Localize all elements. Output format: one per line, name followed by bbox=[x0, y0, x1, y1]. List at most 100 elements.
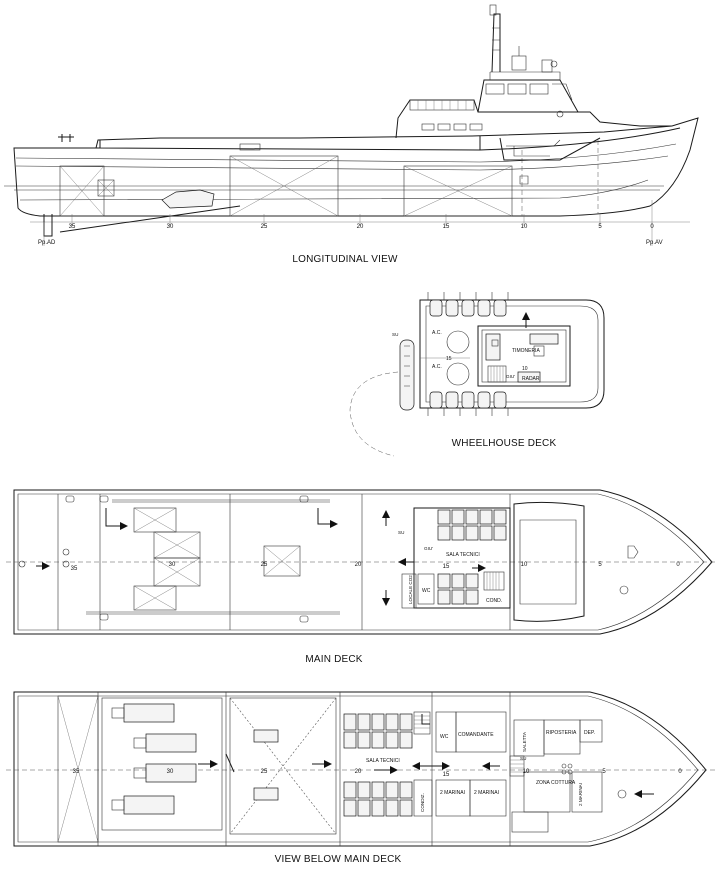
locale-co2-label: LOCALE CO2 bbox=[408, 575, 413, 604]
zona-cottura-label: ZONA COTTURA bbox=[536, 780, 576, 786]
engine-fwd-2 bbox=[253, 787, 279, 801]
wheelhouse-deck-title: WHEELHOUSE DECK bbox=[452, 438, 557, 449]
sala-tecnici-label: SALA TECNICI bbox=[446, 552, 480, 558]
rudder bbox=[43, 214, 53, 237]
below-deck-title: VIEW BELOW MAIN DECK bbox=[275, 854, 402, 865]
helm-console bbox=[485, 333, 501, 361]
stair-below-2 bbox=[509, 755, 525, 777]
radar-label: RADAR bbox=[522, 376, 540, 382]
timoneria-label: TIMONERIA bbox=[512, 348, 540, 354]
sala-tecnici-block bbox=[413, 507, 511, 609]
marinai-cabin-1 bbox=[435, 779, 471, 817]
superstructure-lower bbox=[479, 136, 601, 161]
bow-cockpit bbox=[513, 501, 585, 622]
ac-unit-2 bbox=[446, 362, 470, 386]
main-tick-0: 0 bbox=[676, 562, 680, 568]
marinai-label-1: 2 MARINAI bbox=[440, 790, 465, 796]
riposteria bbox=[543, 719, 581, 755]
ac-label-2: A.C. bbox=[432, 364, 442, 370]
fore-perpendicular-label: Pp.AV bbox=[646, 240, 663, 246]
marinai-cabin-2 bbox=[469, 779, 507, 817]
bollard-2 bbox=[62, 560, 70, 568]
below-tick-25: 25 bbox=[261, 769, 268, 775]
wc-label-main: WC bbox=[422, 588, 431, 594]
propeller-shaft bbox=[59, 205, 241, 233]
su-label: SU bbox=[392, 332, 398, 337]
below-tick-5: 5 bbox=[602, 769, 606, 775]
below-deck-plan: SALA TECNICI WC COMANDANTE 2 MARINAI 2 M… bbox=[6, 691, 716, 865]
aft-perpendicular-label: Pp.AD bbox=[38, 240, 56, 246]
below-tick-20: 20 bbox=[355, 769, 362, 775]
profile-tick-5: 5 bbox=[598, 224, 602, 230]
cond-label-main: COND. bbox=[486, 598, 502, 604]
profile-tick-25: 25 bbox=[261, 224, 268, 230]
stair-main bbox=[483, 571, 505, 591]
ac-label-1: A.C. bbox=[432, 330, 442, 336]
locale-co2 bbox=[401, 573, 417, 609]
side-windows bbox=[421, 123, 483, 131]
profile-tick-10: 10 bbox=[521, 224, 528, 230]
engines-aft bbox=[111, 703, 197, 815]
turn-arrow-2 bbox=[317, 508, 332, 525]
frame-10-label: 10 bbox=[522, 366, 528, 372]
main-deck-title: MAIN DECK bbox=[305, 654, 362, 665]
stair-below-1 bbox=[413, 711, 431, 735]
chine-line bbox=[19, 179, 649, 201]
main-tick-35: 35 bbox=[71, 566, 78, 572]
rescue-boat bbox=[349, 339, 415, 457]
cargo-hatches bbox=[133, 507, 301, 611]
sheer-line bbox=[14, 127, 681, 151]
giu-label: GIU' bbox=[506, 374, 515, 379]
liferafts-bottom bbox=[427, 391, 509, 416]
deck-line-2 bbox=[15, 155, 669, 171]
longitudinal-view: 35 30 25 20 15 10 5 0 Pp.AD Pp.AV LONGIT… bbox=[4, 4, 699, 265]
stove-icon bbox=[561, 763, 573, 775]
profile-tick-15: 15 bbox=[443, 224, 450, 230]
bollard-3 bbox=[18, 560, 26, 568]
below-tick-0: 0 bbox=[678, 769, 682, 775]
comandante-label: COMANDANTE bbox=[458, 732, 494, 738]
profile-tick-0: 0 bbox=[650, 224, 654, 230]
saletta bbox=[513, 719, 545, 757]
main-tick-15: 15 bbox=[443, 564, 450, 570]
profile-tick-35: 35 bbox=[69, 224, 76, 230]
windows-lower bbox=[506, 139, 561, 157]
hawse-pipe bbox=[556, 110, 564, 118]
wheelhouse bbox=[477, 79, 579, 113]
comandante-cabin bbox=[455, 711, 507, 753]
riposteria-label: RIPOSTERIA bbox=[546, 730, 577, 736]
main-tick-30: 30 bbox=[169, 562, 176, 568]
engine-block bbox=[161, 189, 215, 209]
frame-15-label: 15 bbox=[446, 356, 452, 362]
below-tick-10: 10 bbox=[523, 769, 530, 775]
ac-unit-1 bbox=[446, 330, 470, 354]
bollard-1 bbox=[62, 548, 70, 556]
condiz-room bbox=[413, 779, 433, 817]
profile-tick-20: 20 bbox=[357, 224, 364, 230]
bunks-below bbox=[343, 713, 413, 817]
marinai-label-2: 2 MARINAI bbox=[474, 790, 499, 796]
hull-profile bbox=[13, 117, 699, 217]
bunks-main bbox=[437, 509, 507, 605]
giu-label-main: GIU' bbox=[424, 546, 433, 551]
condiz-label: CONDIZ. bbox=[420, 793, 425, 812]
wc-below-label: WC bbox=[440, 734, 449, 740]
deck-line bbox=[15, 143, 677, 163]
turn-arrow-1 bbox=[105, 508, 122, 527]
cargo-holds-profile bbox=[59, 140, 599, 217]
su-below-label: SU bbox=[520, 756, 526, 761]
wc-room bbox=[417, 573, 435, 605]
main-tick-5: 5 bbox=[598, 562, 602, 568]
below-tick-35: 35 bbox=[73, 769, 80, 775]
main-deck-plan: SALA TECNICI WC COND. SU GIU' LOCALE CO2… bbox=[6, 489, 716, 665]
bollards bbox=[58, 134, 261, 151]
wheelhouse-deck-plan: A.C. A.C. 15 TIMONERIA 10 RADAR GIU' SU … bbox=[349, 292, 605, 457]
zona-cottura bbox=[523, 771, 571, 813]
longitudinal-view-title: LONGITUDINAL VIEW bbox=[292, 254, 398, 265]
below-tick-30: 30 bbox=[167, 769, 174, 775]
mast bbox=[489, 4, 558, 73]
liferafts-top bbox=[427, 292, 509, 317]
deposito bbox=[579, 719, 603, 743]
marinai-label-3: 2 MARINAI bbox=[578, 783, 583, 806]
